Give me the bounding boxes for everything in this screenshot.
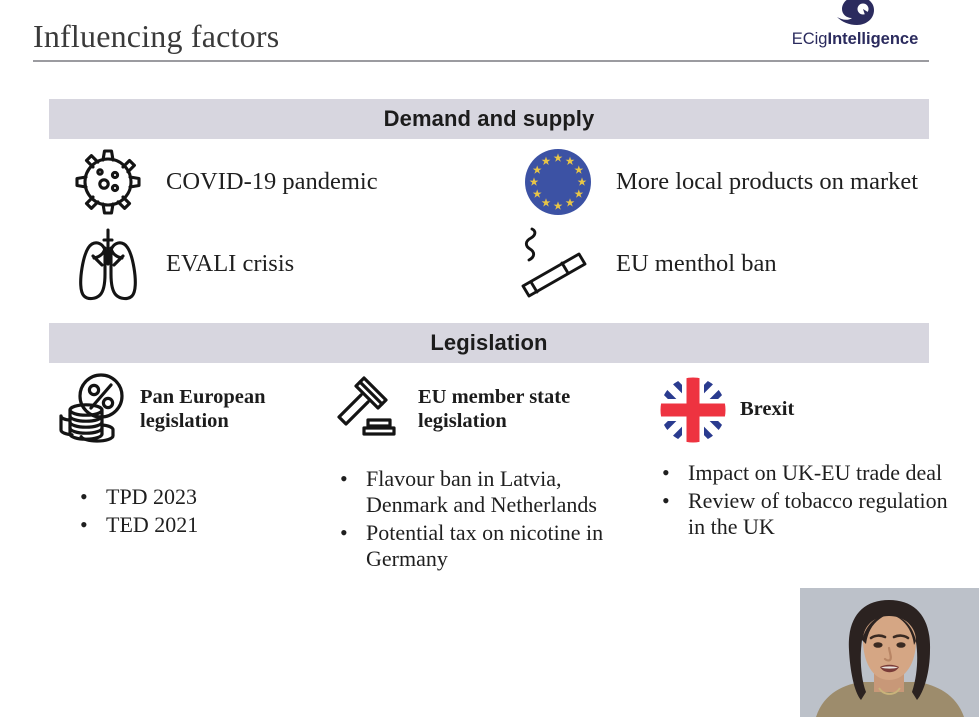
- presenter-video-overlay[interactable]: [800, 588, 979, 717]
- list-item: • TED 2021: [70, 512, 332, 538]
- list-item-text: Review of tobacco regulation in the UK: [688, 487, 948, 539]
- ecigintelligence-logo-mark: [837, 0, 874, 25]
- bullet-glyph: •: [662, 460, 670, 485]
- list-item-text: Potential tax on nicotine in Germany: [366, 519, 604, 571]
- demand-item-label: EU menthol ban: [616, 250, 777, 277]
- list-item-text: TPD 2023: [106, 484, 198, 509]
- lungs-icon: [62, 222, 154, 306]
- demand-item-label: EVALI crisis: [166, 250, 295, 277]
- virus-icon: [62, 140, 154, 224]
- legislation-column-header: Pan European legislation: [52, 372, 332, 448]
- demand-item-menthol-ban: EU menthol ban: [512, 222, 777, 306]
- eu-flag-icon: [512, 140, 604, 224]
- brand-logo-text: ECigIntelligence: [775, 31, 935, 48]
- list-item-text: Flavour ban in Latvia, Denmark and Nethe…: [366, 466, 597, 517]
- demand-item-label: More local products on market: [616, 168, 919, 195]
- bullet-glyph: •: [80, 484, 88, 509]
- page-title: Influencing factors: [33, 18, 280, 54]
- legislation-column-title: EU member state legislation: [418, 386, 571, 432]
- legislation-column-title: Brexit: [740, 398, 795, 420]
- brand-logo-text-light: ECig: [791, 30, 828, 48]
- bullet-glyph: •: [340, 519, 348, 545]
- list-item-text: TED 2021: [106, 511, 199, 537]
- list-item: • Flavour ban in Latvia, Denmark and Net…: [330, 466, 630, 518]
- section-banner-demand-and-supply: Demand and supply: [49, 99, 929, 139]
- demand-item-evali: EVALI crisis: [62, 222, 294, 306]
- title-underline-rule: [33, 60, 929, 62]
- legislation-column-header: Brexit: [652, 372, 952, 448]
- brand-logo-text-bold: Intelligence: [827, 30, 919, 48]
- demand-item-label: COVID-19 pandemic: [166, 168, 378, 195]
- list-item: • Potential tax on nicotine in Germany: [330, 520, 630, 572]
- legislation-column-brexit: Brexit • Impact on UK-EU trade deal • Re…: [652, 372, 952, 542]
- cigarette-icon: [512, 222, 604, 306]
- bullet-glyph: •: [80, 511, 88, 537]
- list-item-text: Impact on UK-EU trade deal: [688, 460, 943, 485]
- legislation-bullet-list: • Impact on UK-EU trade deal • Review of…: [652, 460, 952, 540]
- legislation-bullet-list: • Flavour ban in Latvia, Denmark and Net…: [330, 466, 630, 572]
- list-item: • TPD 2023: [70, 484, 332, 510]
- list-item: • Impact on UK-EU trade deal: [652, 460, 952, 486]
- gavel-icon: [330, 372, 412, 448]
- legislation-column-header: EU member state legislation: [330, 372, 630, 448]
- uk-flag-icon: [652, 372, 734, 448]
- legislation-bullet-list: • TPD 2023 • TED 2021: [70, 484, 332, 538]
- demand-item-covid: COVID-19 pandemic: [62, 140, 378, 224]
- demand-item-local-products: More local products on market: [512, 140, 918, 224]
- bullet-glyph: •: [662, 487, 670, 513]
- brand-logo: ECigIntelligence: [775, 0, 935, 48]
- legislation-column-pan-european: Pan European legislation • TPD 2023 • TE…: [52, 372, 332, 540]
- legislation-column-title: Pan European legislation: [140, 386, 266, 432]
- bullet-glyph: •: [340, 466, 348, 491]
- section-banner-label: Demand and supply: [383, 106, 595, 131]
- section-banner-label: Legislation: [430, 330, 548, 355]
- legislation-column-member-state: EU member state legislation • Flavour ba…: [330, 372, 630, 574]
- section-banner-legislation: Legislation: [49, 323, 929, 363]
- list-item: • Review of tobacco regulation in the UK: [652, 488, 952, 540]
- coins-percent-icon: [52, 372, 134, 448]
